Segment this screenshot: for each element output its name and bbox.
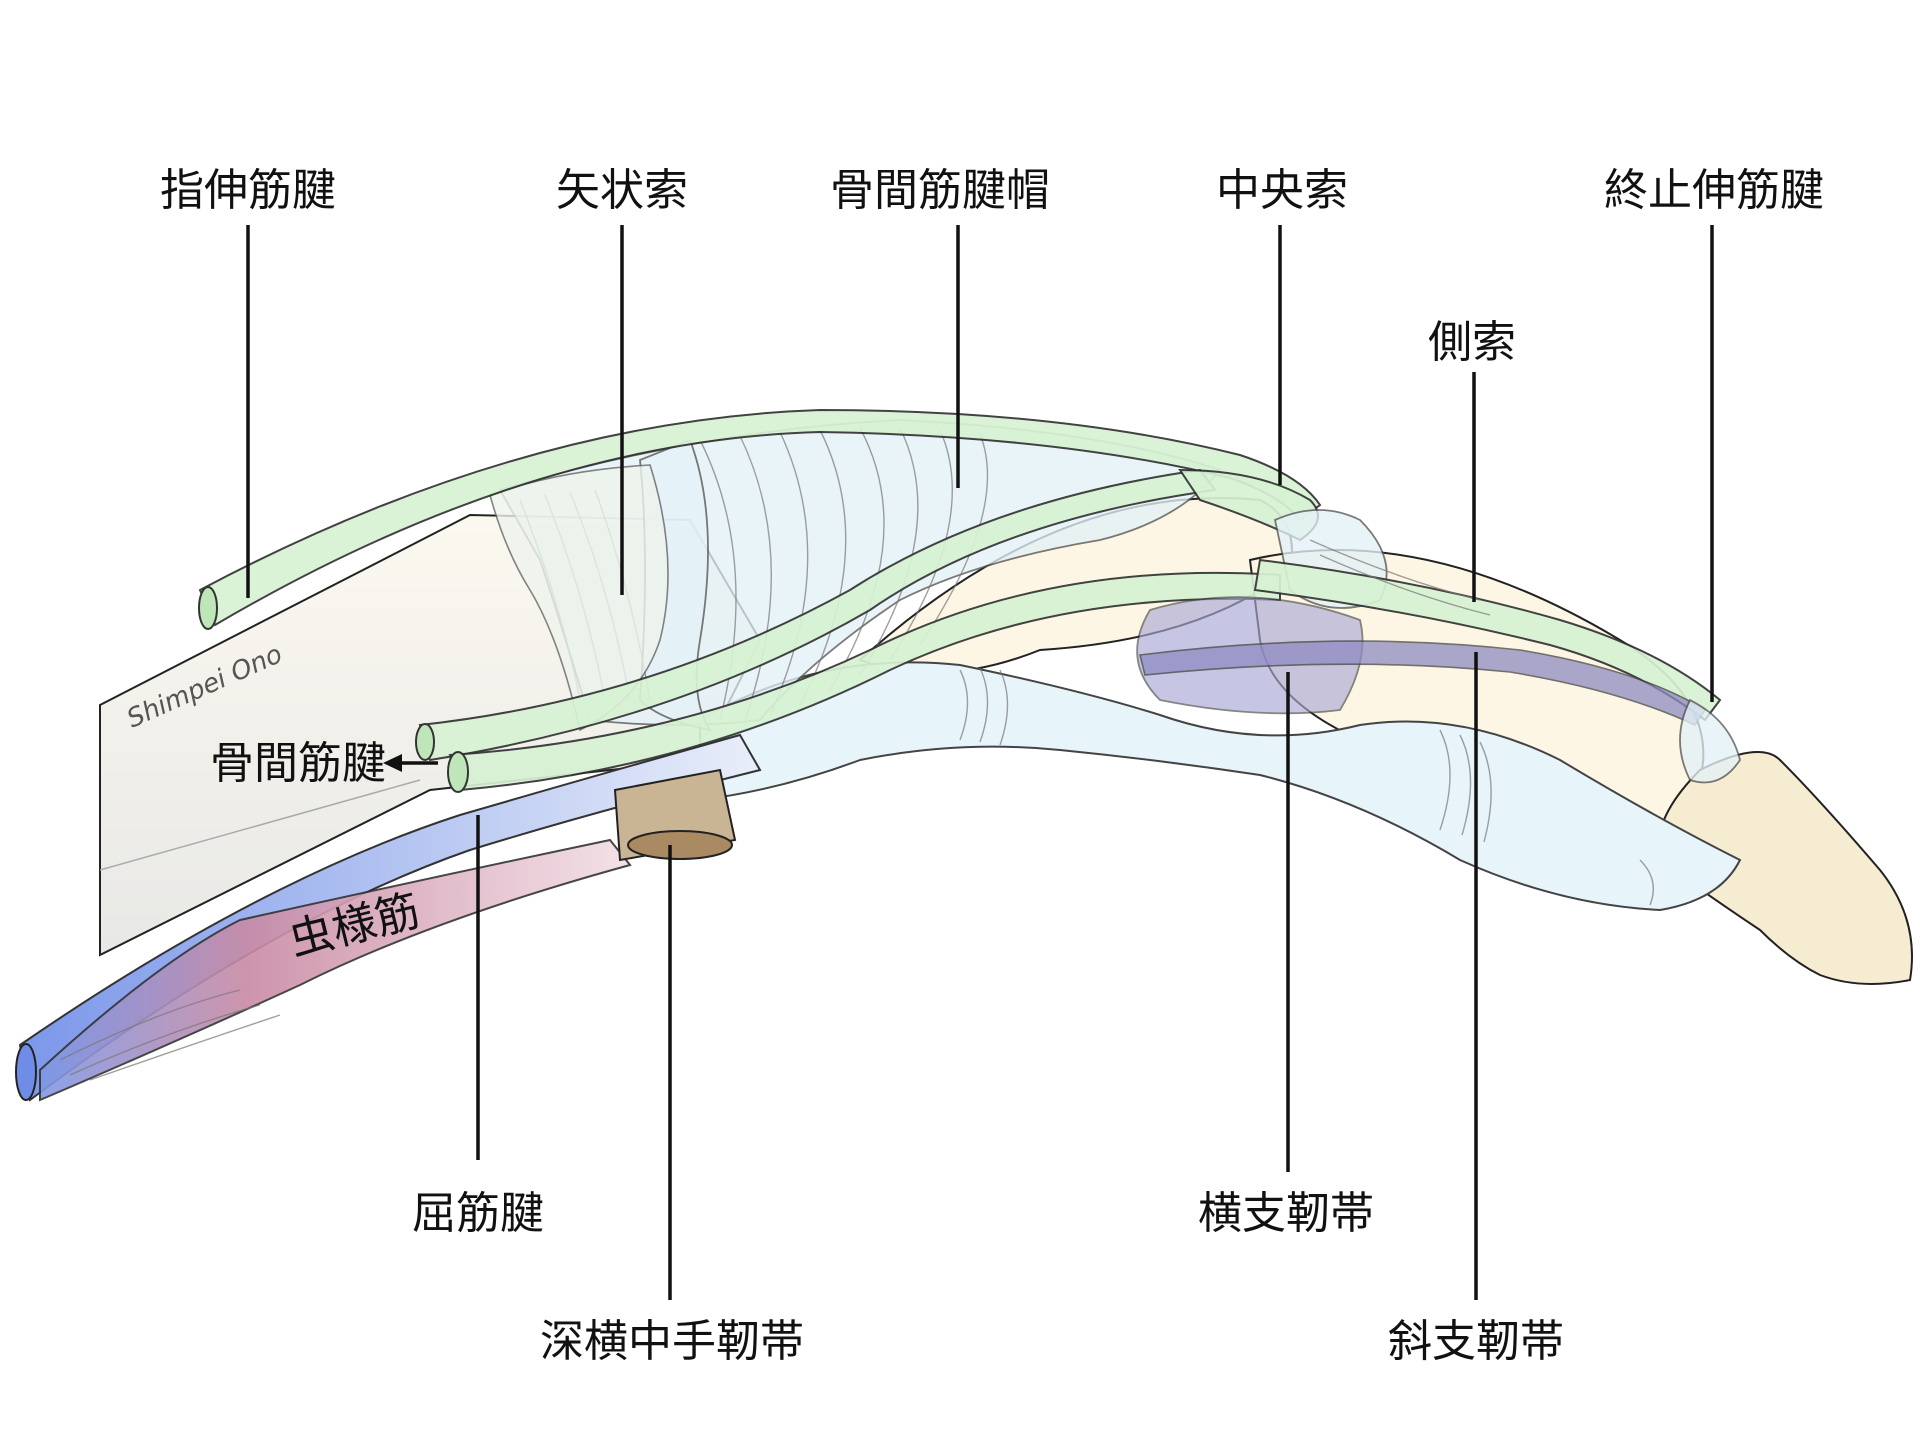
arrowhead-icon [383,754,402,772]
flexor-sheath [699,661,1742,912]
leader-lines [246,225,1714,1300]
label-deep-transverse-metacarpal-ligament: 深横中手靭帯 [540,1316,804,1367]
label-interosseous-tendon: 骨間筋腱 [210,738,386,789]
lumbrical-muscle [39,838,632,1102]
label-central-slip: 中央索 [1216,165,1348,216]
label-sagittal-band: 矢状索 [556,165,688,216]
label-flexor-tendon: 屈筋腱 [412,1188,544,1239]
label-terminal-tendon: 終止伸筋腱 [1604,165,1824,216]
label-transverse-retinacular-ligament: 横支靭帯 [1198,1188,1374,1239]
label-lateral-band: 側索 [1428,317,1516,368]
deep-transverse-metacarpal-ligament [613,768,737,862]
label-interosseous-hood: 骨間筋腱帽 [830,165,1050,216]
labels: 指伸筋腱 矢状索 骨間筋腱帽 中央索 終止伸筋腱 側索 骨間筋腱 虫様筋 屈筋腱… [160,165,1824,1367]
terminal-tendon [1679,698,1741,784]
label-extensor-tendon: 指伸筋腱 [160,165,336,216]
label-oblique-retinacular-ligament: 斜支靭帯 [1388,1316,1564,1367]
